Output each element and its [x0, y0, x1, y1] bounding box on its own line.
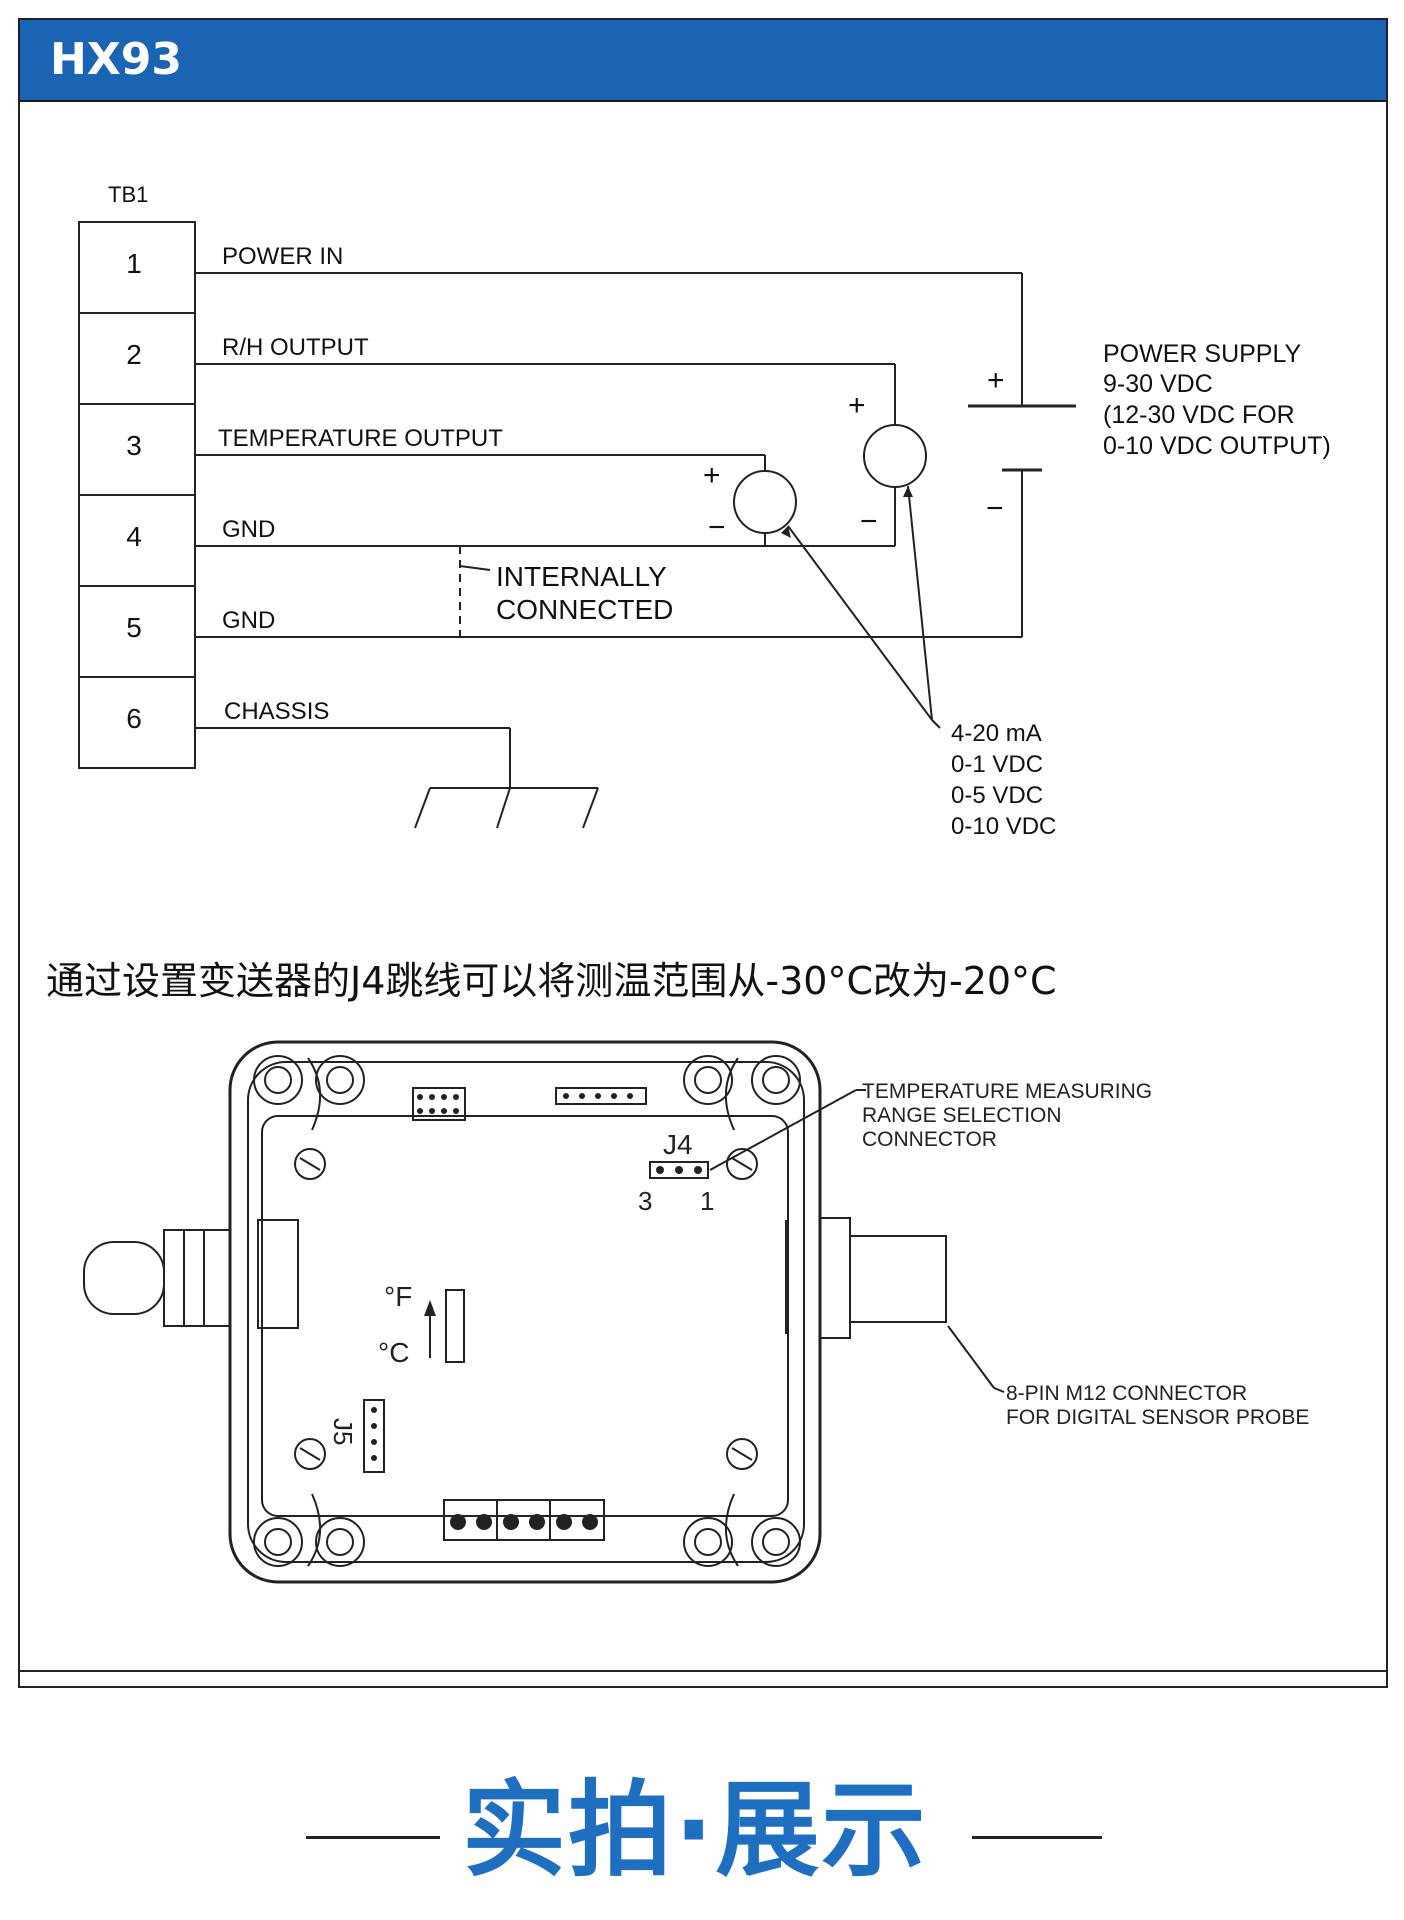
corner-screw — [683, 1517, 801, 1567]
temp-selector-callout: CONNECTOR — [862, 1128, 997, 1151]
document-frame: HX93 — [18, 18, 1388, 1688]
plus-sign: + — [848, 389, 866, 422]
output-option: 0-10 VDC — [951, 813, 1056, 840]
temp-selector-callout: TEMPERATURE MEASURING — [862, 1080, 1152, 1103]
terminal-number: 3 — [126, 430, 142, 461]
j4-pin-label: 3 — [638, 1186, 652, 1216]
header-connector — [555, 1087, 647, 1105]
terminal-label: POWER IN — [222, 243, 343, 270]
section-title: 实拍·展示 — [0, 1770, 1404, 1890]
plus-sign: + — [987, 364, 1005, 397]
output-leader-rh — [907, 485, 933, 721]
j5-label: J5 — [328, 1418, 358, 1445]
m12-callout-leader — [947, 1325, 995, 1389]
power-supply-label: 0-10 VDC OUTPUT) — [1103, 432, 1331, 460]
power-supply-label: (12-30 VDC FOR — [1103, 401, 1295, 429]
rh-meter — [863, 424, 927, 488]
model-title: HX93 — [50, 34, 182, 85]
board-screw — [294, 1148, 326, 1180]
minus-sign: − — [860, 505, 878, 538]
terminal-number: 4 — [126, 521, 142, 552]
cable-gland — [163, 1229, 231, 1327]
power-supply-label: POWER SUPPLY — [1103, 340, 1302, 368]
j4-jumper-note: 通过设置变送器的J4跳线可以将测温范围从-30°C改为-20°C — [46, 959, 1057, 1003]
output-option: 0-5 VDC — [951, 782, 1043, 809]
temp-selector-callout: RANGE SELECTION — [862, 1104, 1062, 1127]
minus-sign: − — [986, 492, 1004, 525]
board-screw — [726, 1438, 758, 1470]
internally-connected-label: CONNECTED — [496, 594, 673, 625]
j4-jumper-header — [649, 1161, 709, 1179]
celsius-label: °C — [378, 1337, 409, 1368]
fahrenheit-label: °F — [384, 1281, 412, 1312]
j5-header — [363, 1399, 385, 1473]
corner-screw — [253, 1517, 365, 1567]
title-rule-right — [972, 1836, 1102, 1839]
plus-sign: + — [703, 459, 721, 492]
m12-callout: FOR DIGITAL SENSOR PROBE — [1006, 1406, 1309, 1429]
terminal-block-label: TB1 — [108, 182, 148, 207]
terminal-label: CHASSIS — [224, 698, 329, 725]
m12-connector-nut — [819, 1217, 851, 1339]
header-bar: HX93 — [20, 20, 1386, 102]
title-rule-left — [306, 1836, 440, 1839]
terminal-label: GND — [222, 516, 275, 543]
temperature-meter — [733, 470, 797, 534]
temp-unit-switch — [445, 1289, 465, 1363]
j4-pin-label: 1 — [700, 1186, 714, 1216]
corner-screw — [683, 1055, 801, 1105]
enclosure-diagram: J4 3 1 J5 °F °C TEMPERATURE MEASURING RA… — [83, 1040, 1309, 1584]
output-leader-temp — [787, 525, 933, 721]
m12-connector — [849, 1235, 947, 1323]
m12-callout: 8-PIN M12 CONNECTOR — [1006, 1382, 1247, 1405]
internally-connected-label: INTERNALLY — [496, 561, 667, 592]
terminal-number: 2 — [126, 339, 142, 370]
terminal-label: GND — [222, 607, 275, 634]
output-option: 0-1 VDC — [951, 751, 1043, 778]
j4-callout-leader — [709, 1089, 857, 1171]
terminal-number: 5 — [126, 612, 142, 643]
gland-nut — [257, 1219, 299, 1329]
board-screw — [294, 1438, 326, 1470]
terminal-number: 1 — [126, 248, 142, 279]
terminal-number: 6 — [126, 703, 142, 734]
corner-screw — [253, 1055, 365, 1105]
screw-terminal-block — [443, 1499, 605, 1541]
section-title-text: 实拍·展示 — [462, 1769, 928, 1891]
terminal-label: R/H OUTPUT — [222, 334, 369, 361]
minus-sign: − — [708, 511, 726, 544]
frame-bottom-rule — [20, 1670, 1386, 1672]
wiring-diagram: TB1 1 2 3 4 5 6 POWER IN R/H OUTPUT TEMP… — [78, 182, 1331, 840]
board-screw — [726, 1148, 758, 1180]
header-connector — [412, 1087, 466, 1121]
j4-label: J4 — [663, 1129, 693, 1160]
pcb-board — [261, 1115, 789, 1517]
power-supply-label: 9-30 VDC — [1103, 370, 1213, 398]
output-option: 4-20 mA — [951, 720, 1042, 747]
terminal-label: TEMPERATURE OUTPUT — [218, 425, 503, 452]
